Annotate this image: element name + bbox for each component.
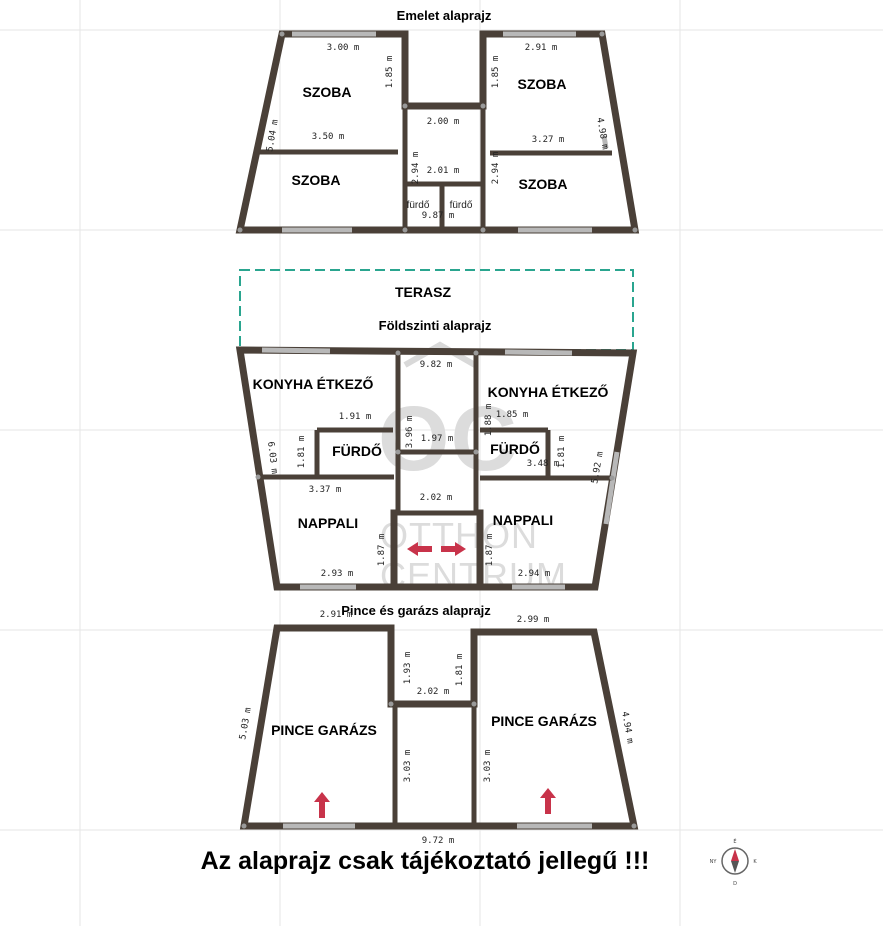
room-label: KONYHA ÉTKEZŐ: [253, 375, 374, 392]
disclaimer-text: Az alaprajz csak tájékoztató jellegű !!!: [201, 847, 650, 875]
dimension-label: 3.48 m: [527, 459, 560, 469]
room-label: fürdő: [450, 200, 473, 211]
compass-east: K: [753, 859, 757, 865]
ground-floor-title: Földszinti alaprajz: [379, 318, 492, 333]
ground-floor-plan: TERASZ Földszinti alaprajz KONYHA ÉTKEZŐ…: [235, 269, 638, 591]
dimension-label: 2.02 m: [420, 493, 453, 503]
dimension-label: 1.87 m: [485, 534, 495, 567]
dimension-label: 5.03 m: [238, 707, 253, 741]
room-label: FÜRDŐ: [332, 442, 382, 459]
basement-title: Pince és garázs alaprajz: [341, 603, 491, 618]
dimension-label: 1.81 m: [297, 436, 307, 469]
room-label: FÜRDŐ: [490, 440, 540, 457]
room-label: NAPPALI: [298, 515, 358, 531]
dimension-label: 2.99 m: [517, 615, 550, 625]
watermark: OC OTTHON CENTRUM: [378, 341, 566, 596]
dimension-label: 2.02 m: [417, 687, 450, 697]
dimension-label: 3.50 m: [312, 132, 345, 142]
watermark-mark: OC: [378, 388, 518, 490]
dimension-label: 1.85 m: [491, 56, 501, 89]
garage-entry-arrow-icon: [314, 792, 330, 818]
dimension-label: 1.88 m: [484, 404, 494, 437]
room-label: SZOBA: [303, 84, 352, 100]
terrace-outline: [239, 269, 634, 351]
room-label: PINCE GARÁZS: [491, 713, 597, 729]
dimension-label: 1.97 m: [421, 434, 454, 444]
dimension-label: 2.94 m: [491, 152, 501, 185]
room-label: KONYHA ÉTKEZŐ: [488, 383, 609, 400]
dimension-label: 2.91 m: [525, 43, 558, 53]
basement-floor-plan: Pince és garázs alaprajz PINCE GARÁZS PI…: [238, 603, 639, 846]
room-label: PINCE GARÁZS: [271, 722, 377, 738]
dimension-label: 2.94 m: [411, 152, 421, 185]
dimension-label: 3.37 m: [309, 485, 342, 495]
dimension-label: 2.91 m: [320, 610, 353, 620]
dimension-label: 1.85 m: [385, 56, 395, 89]
upper-floor-title: Emelet alaprajz: [397, 8, 492, 23]
upper-floor-plan: Emelet alaprajz SZOBA SZOBA SZOBA SZOBA …: [235, 8, 640, 234]
compass-north: É: [733, 837, 736, 845]
terrace-label: TERASZ: [395, 284, 451, 300]
room-label: fürdő: [407, 200, 430, 211]
entrance-arrow-right-icon: [441, 542, 466, 556]
dimension-label: 6.03 m: [265, 441, 279, 474]
dimension-label: 1.81 m: [557, 436, 567, 469]
dimension-label: 9.72 m: [422, 836, 455, 846]
room-label: SZOBA: [519, 176, 568, 192]
compass-icon: É K D NY: [710, 837, 758, 887]
compass-south: D: [733, 881, 737, 887]
dimension-label: 5.04 m: [265, 119, 280, 153]
dimension-label: 9.82 m: [420, 360, 453, 370]
compass-west: NY: [710, 859, 718, 865]
dimension-label: 4.98 m: [594, 117, 609, 151]
dimension-label: 3.96 m: [405, 416, 415, 449]
dimension-label: 3.03 m: [403, 750, 413, 783]
dimension-label: 2.93 m: [321, 569, 354, 579]
entrance-arrow-left-icon: [407, 542, 432, 556]
dimension-label: 3.27 m: [532, 135, 565, 145]
room-label: SZOBA: [518, 76, 567, 92]
dimension-label: 3.03 m: [483, 750, 493, 783]
dimension-label: 1.91 m: [339, 412, 372, 422]
dimension-label: 2.94 m: [518, 569, 551, 579]
dimension-label: 1.87 m: [377, 534, 387, 567]
dimension-label: 1.93 m: [403, 652, 413, 685]
garage-entry-arrow-icon: [540, 788, 556, 814]
dimension-label: 2.00 m: [427, 117, 460, 127]
dimension-label: 1.81 m: [455, 654, 465, 687]
dimension-label: 9.87 m: [422, 211, 455, 221]
room-label: NAPPALI: [493, 512, 553, 528]
dimension-label: 3.00 m: [327, 43, 360, 53]
dimension-label: 1.85 m: [496, 410, 529, 420]
dimension-label: 2.01 m: [427, 166, 460, 176]
dimension-label: 4.94 m: [619, 711, 634, 745]
room-label: SZOBA: [292, 172, 341, 188]
